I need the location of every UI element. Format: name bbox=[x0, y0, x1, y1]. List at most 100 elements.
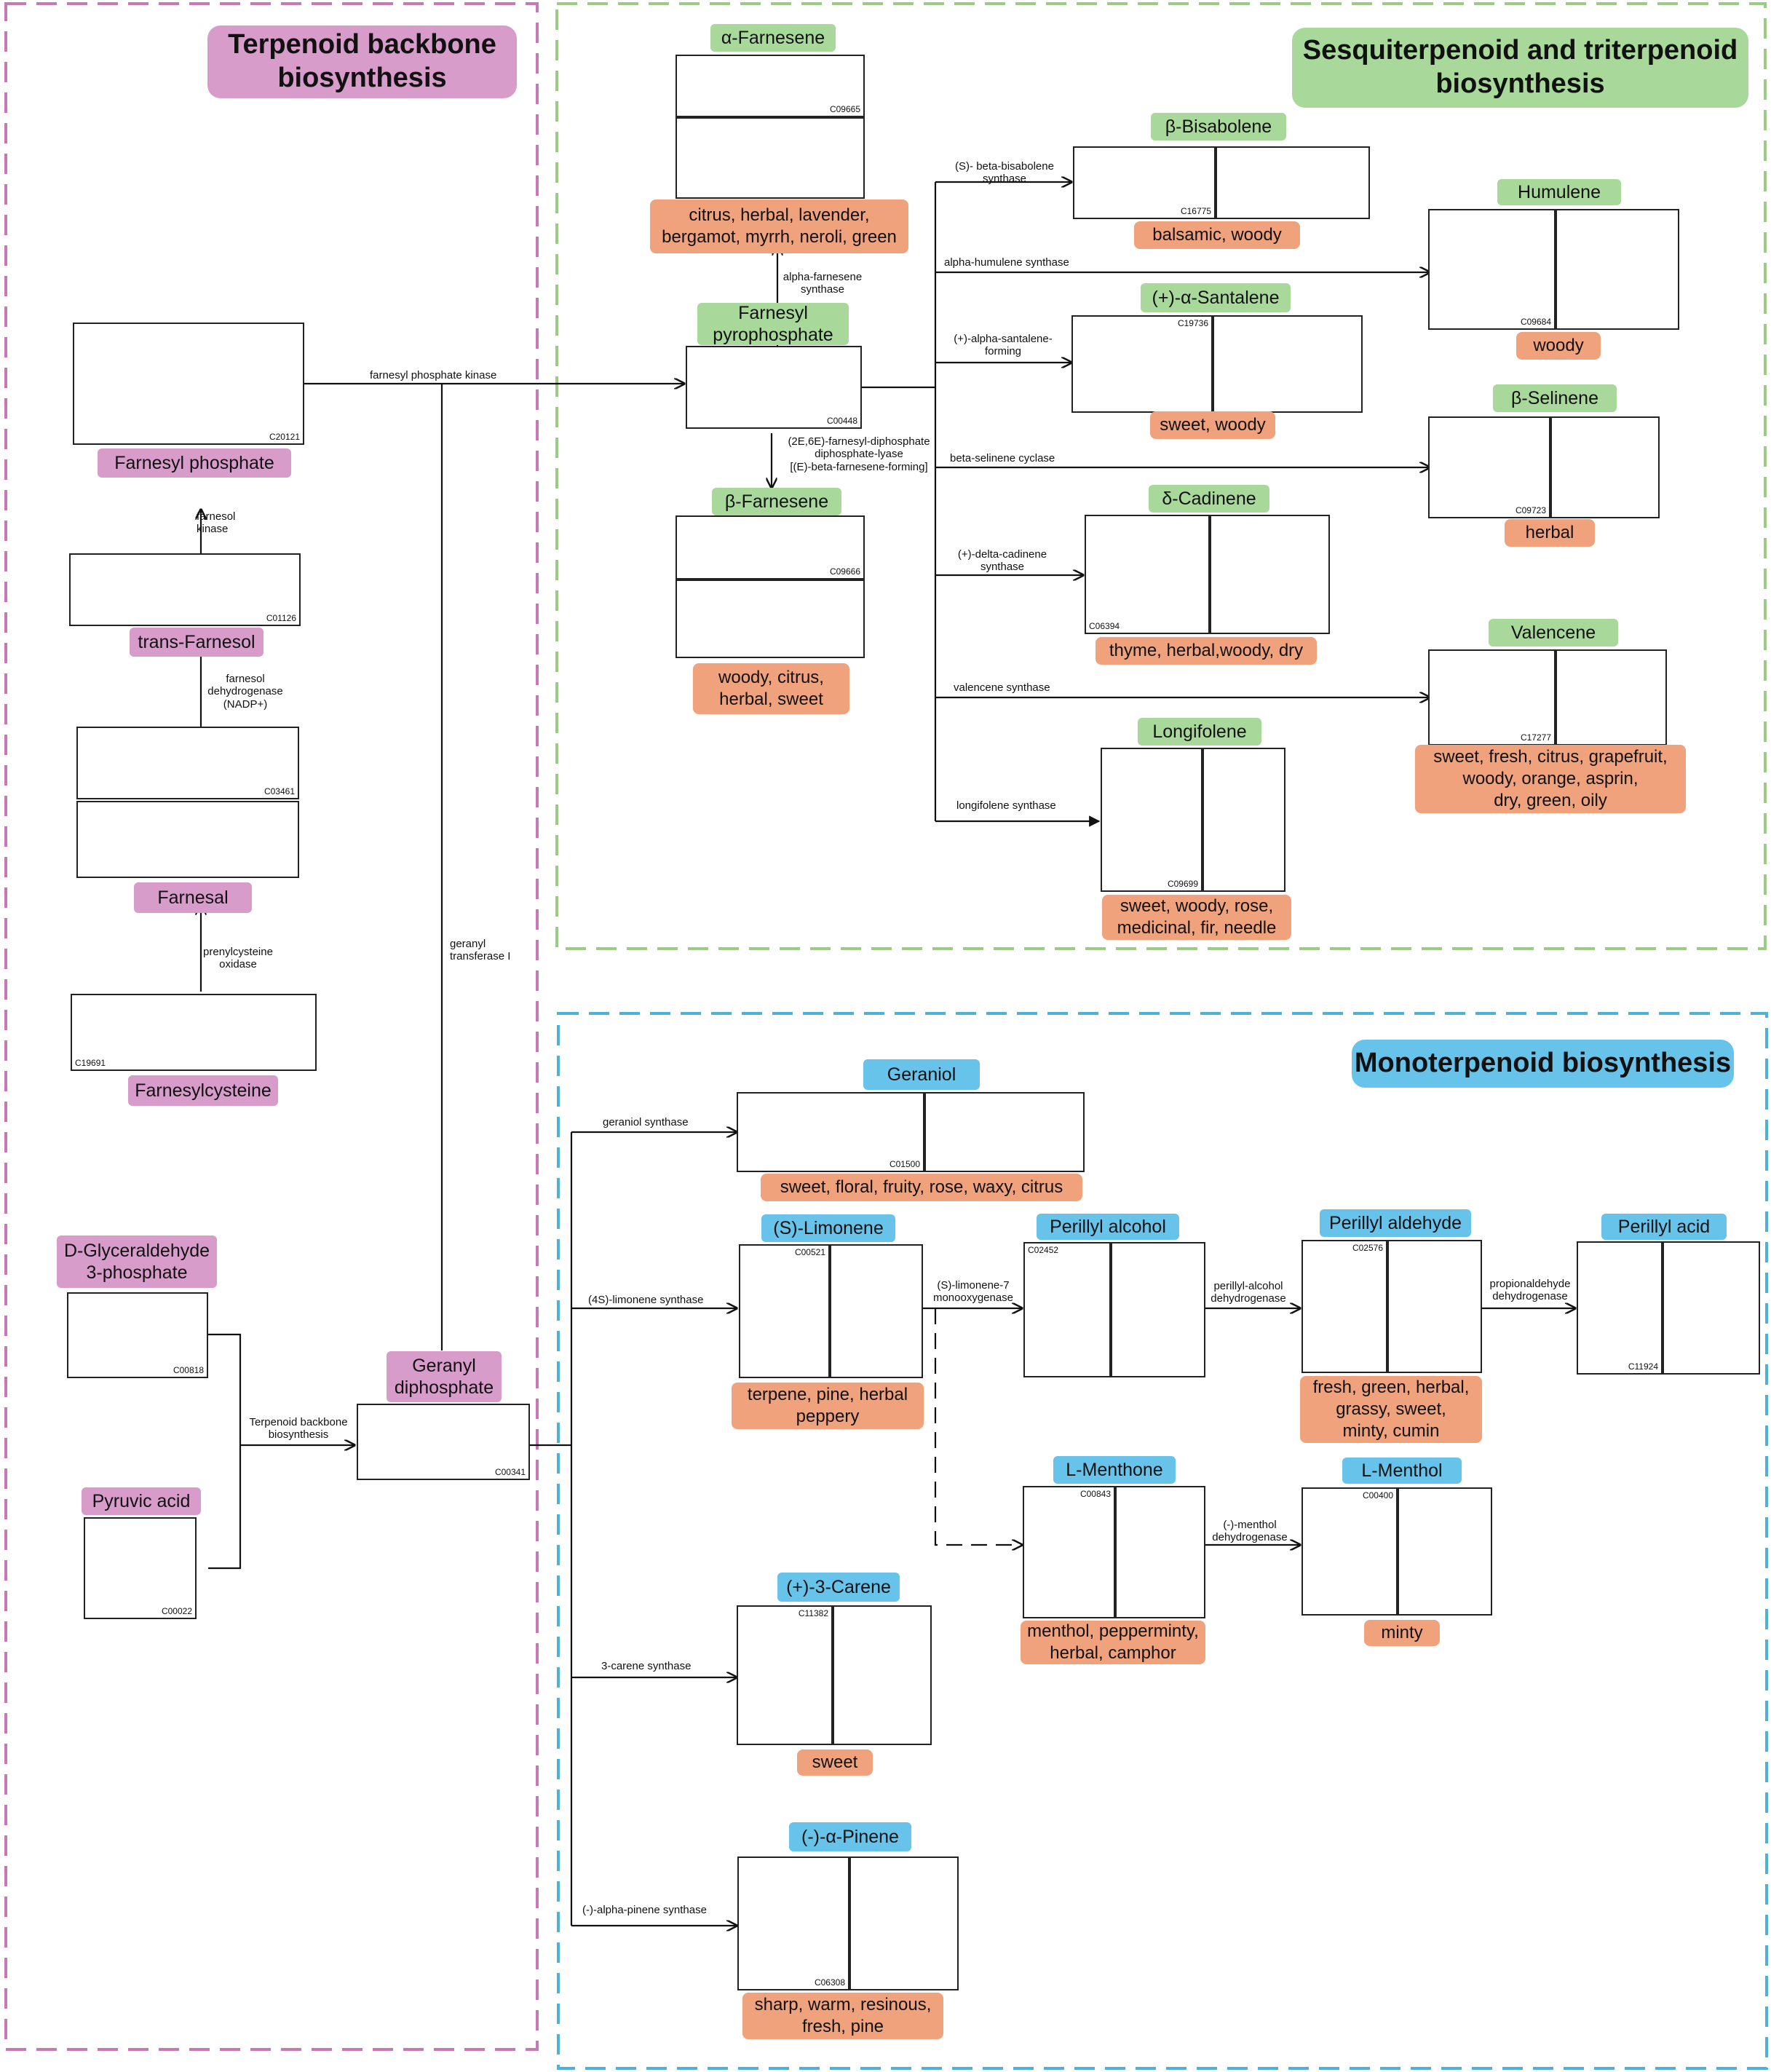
label-humulene: Humulene bbox=[1497, 179, 1621, 205]
kegg-c09699: C09699 bbox=[1167, 879, 1198, 889]
label-gpp-line1: Geranyl bbox=[412, 1356, 476, 1376]
enzyme-beta-farnesene-line1: (2E,6E)-farnesyl-diphosphate bbox=[788, 435, 930, 448]
farnesal-trend-chart bbox=[76, 801, 299, 878]
label-fpp-line1: Farnesyl bbox=[738, 303, 808, 323]
kegg-c01500: C01500 bbox=[889, 1159, 920, 1169]
longifolene-structure: C09699 bbox=[1101, 748, 1203, 892]
odor-s-limonene-line2: peppery bbox=[796, 1407, 860, 1426]
farnesal-structure: C03461 bbox=[76, 727, 299, 799]
odor-valencene-line2: woody, orange, asprin, bbox=[1462, 769, 1639, 788]
delta-cadinene-structure: C06394 bbox=[1085, 515, 1210, 634]
enzyme-santalene-line2: forming bbox=[984, 345, 1022, 358]
enzyme-terpenoid-backbone-line1: Terpenoid backbone bbox=[249, 1416, 348, 1428]
odor-beta-farnesene-line2: herbal, sweet bbox=[719, 689, 823, 709]
odor-beta-farnesene: woody, citrus,herbal, sweet bbox=[693, 663, 849, 714]
odor-l-menthone-line1: menthol, pepperminty, bbox=[1027, 1621, 1199, 1641]
enzyme-farnesol-dh-line2: dehydrogenase bbox=[207, 685, 283, 698]
geraniol-structure: C01500 bbox=[737, 1092, 924, 1172]
longifolene-trend-chart bbox=[1203, 748, 1285, 892]
beta-farnesene-trend-chart bbox=[675, 580, 865, 658]
label-trans-farnesol: trans-Farnesol bbox=[130, 628, 264, 657]
enzyme-geranyl-transferase-line1: geranyl bbox=[450, 938, 486, 950]
odor-beta-bisabolene: balsamic, woody bbox=[1134, 221, 1300, 249]
label-gpp-line2: diphosphate bbox=[394, 1377, 494, 1398]
label-farnesal: Farnesal bbox=[134, 882, 252, 913]
enzyme-farnesol-dh-line3: (NADP+) bbox=[223, 697, 268, 711]
label-alpha-santalene: (+)-α-Santalene bbox=[1141, 283, 1291, 312]
enzyme-cadinene-line1: (+)-delta-cadinene bbox=[957, 548, 1047, 561]
kegg-c00400: C00400 bbox=[1362, 1490, 1393, 1500]
kegg-c00341: C00341 bbox=[494, 1467, 526, 1477]
enzyme-farnesol-kinase-line2: kinase bbox=[197, 523, 229, 536]
l-menthol-structure: C00400 bbox=[1301, 1487, 1398, 1616]
label-alpha-pinene: (-)-α-Pinene bbox=[789, 1822, 911, 1851]
alpha-farnesene-structure: C09665 bbox=[675, 55, 865, 117]
kegg-c00521: C00521 bbox=[794, 1247, 825, 1257]
kegg-c06394: C06394 bbox=[1089, 621, 1120, 631]
label-farnesylcysteine: Farnesylcysteine bbox=[128, 1075, 278, 1106]
enzyme-santalene-forming: (+)-alpha-santalene-forming bbox=[938, 333, 1069, 358]
odor-longifolene-line2: medicinal, fir, needle bbox=[1117, 918, 1277, 938]
mono-title: Monoterpenoid biosynthesis bbox=[1352, 1040, 1734, 1088]
odor-longifolene: sweet, woody, rose,medicinal, fir, needl… bbox=[1102, 895, 1291, 940]
beta-selinene-structure: C09723 bbox=[1428, 416, 1550, 518]
odor-valencene-line1: sweet, fresh, citrus, grapefruit, bbox=[1433, 747, 1668, 767]
kegg-c00022: C00022 bbox=[161, 1606, 192, 1616]
label-delta-cadinene: δ-Cadinene bbox=[1149, 485, 1269, 513]
enzyme-farnesol-kinase-line1: farnesol bbox=[197, 510, 236, 523]
label-l-menthol: L-Menthol bbox=[1342, 1458, 1462, 1484]
perillyl-aldehyde-trend-chart bbox=[1387, 1240, 1482, 1373]
bracket-precursors bbox=[208, 1333, 242, 1570]
enzyme-menthol-dh-line2: dehydrogenase bbox=[1212, 1531, 1288, 1544]
enzyme-carene-synthase: 3-carene synthase bbox=[601, 1660, 692, 1672]
enzyme-selinene-cyclase: beta-selinene cyclase bbox=[950, 452, 1055, 464]
alpha-farnesene-trend-chart bbox=[675, 117, 865, 199]
sesqui-title-line1: Sesquiterpenoid and triterpenoid bbox=[1302, 35, 1738, 66]
label-valencene: Valencene bbox=[1489, 619, 1618, 646]
odor-alpha-pinene-line1: sharp, warm, resinous, bbox=[754, 1995, 932, 2014]
kegg-c09723: C09723 bbox=[1515, 505, 1546, 515]
label-beta-selinene: β-Selinene bbox=[1493, 384, 1617, 412]
enzyme-humulene-synthase: alpha-humulene synthase bbox=[944, 256, 1069, 269]
beta-bisabolene-structure: C16775 bbox=[1073, 146, 1216, 219]
enzyme-limonene-7-line2: monooxygenase bbox=[932, 1292, 1014, 1305]
sesqui-region bbox=[555, 2, 1767, 950]
geraniol-trend-chart bbox=[924, 1092, 1085, 1172]
kegg-c02576: C02576 bbox=[1352, 1243, 1383, 1253]
backbone-title-line1: Terpenoid backbone bbox=[228, 29, 496, 60]
label-perillyl-alcohol: Perillyl alcohol bbox=[1037, 1214, 1179, 1240]
kegg-c00843: C00843 bbox=[1079, 1489, 1111, 1499]
l-menthone-structure: C00843 bbox=[1023, 1486, 1115, 1618]
label-pyruvic-acid: Pyruvic acid bbox=[82, 1487, 201, 1515]
odor-l-menthone-line2: herbal, camphor bbox=[1050, 1643, 1176, 1663]
label-beta-bisabolene: β-Bisabolene bbox=[1151, 113, 1286, 141]
beta-selinene-trend-chart bbox=[1550, 416, 1660, 518]
odor-geraniol: sweet, floral, fruity, rose, waxy, citru… bbox=[761, 1174, 1082, 1201]
odor-alpha-pinene: sharp, warm, resinous,fresh, pine bbox=[742, 1993, 943, 2039]
enzyme-propionaldehyde-dh-line1: propionaldehyde bbox=[1489, 1278, 1571, 1290]
odor-humulene: woody bbox=[1516, 332, 1601, 360]
enzyme-limonene-synthase: (4S)-limonene synthase bbox=[588, 1294, 704, 1306]
label-farnesyl-phosphate: Farnesyl phosphate bbox=[98, 448, 291, 478]
enzyme-prenylcysteine-line1: prenylcysteine bbox=[203, 946, 273, 958]
enzyme-limonene-7-line1: (S)-limonene-7 bbox=[937, 1279, 1010, 1292]
odor-alpha-santalene: sweet, woody bbox=[1150, 411, 1275, 439]
enzyme-farnesol-dh-line1: farnesol bbox=[226, 673, 265, 685]
odor-s-limonene-line1: terpene, pine, herbal bbox=[747, 1385, 908, 1404]
odor-alpha-farnesene: citrus, herbal, lavender,bergamot, myrrh… bbox=[650, 199, 908, 253]
backbone-region bbox=[4, 2, 539, 2051]
odor-perillyl-aldehyde-line1: fresh, green, herbal, bbox=[1312, 1377, 1470, 1397]
odor-beta-selinene: herbal bbox=[1505, 519, 1595, 547]
kegg-c19736: C19736 bbox=[1177, 318, 1208, 328]
label-carene: (+)-3-Carene bbox=[777, 1573, 900, 1602]
kegg-c20121: C20121 bbox=[269, 432, 300, 442]
